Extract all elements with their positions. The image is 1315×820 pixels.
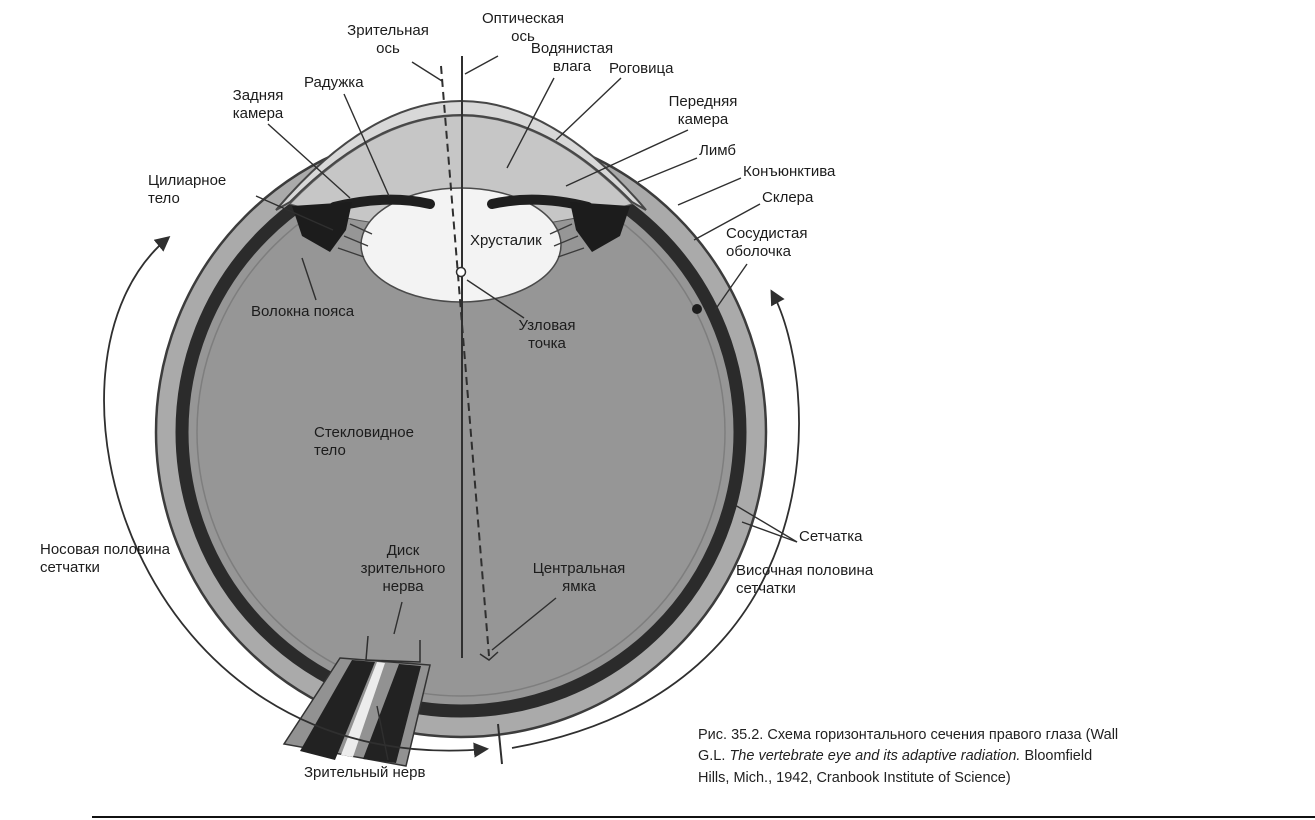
label-optic-nerve: Зрительный нерв bbox=[304, 764, 426, 781]
leader-iris bbox=[343, 93, 390, 197]
nasal-arc-arrow bbox=[103, 236, 490, 758]
visual-axis-line bbox=[440, 65, 490, 657]
label-optic-disc: Диск зрительного нерва bbox=[360, 542, 446, 595]
leader-sclera bbox=[693, 203, 761, 241]
label-anterior-chamber: Передняя камера bbox=[668, 93, 738, 128]
label-vitreous-body: Стекловидное тело bbox=[314, 424, 414, 459]
cornea-shape bbox=[275, 100, 647, 211]
label-iris: Радужка bbox=[304, 74, 364, 91]
label-sclera: Склера bbox=[762, 189, 814, 206]
temporal-arc-arrow bbox=[511, 289, 800, 749]
leader-posterior-chamber bbox=[267, 123, 351, 199]
label-retina: Сетчатка bbox=[799, 528, 863, 545]
leader-optical-axis bbox=[464, 55, 499, 75]
label-optical-axis: Оптическая ось bbox=[481, 10, 565, 45]
leader-lines bbox=[255, 55, 798, 761]
page-edge-rule bbox=[92, 816, 1315, 818]
leader-cornea bbox=[555, 77, 622, 141]
leader-ciliary-body bbox=[255, 195, 334, 231]
label-fovea: Центральная ямка bbox=[532, 560, 626, 595]
figure-caption: Рис. 35.2. Схема горизонтального сечения… bbox=[698, 725, 1122, 790]
leader-retina-b bbox=[741, 521, 798, 543]
label-nasal-half-retina: Носовая половина сетчатки bbox=[40, 541, 170, 576]
leader-aqueous-humor bbox=[506, 77, 555, 169]
leader-fovea bbox=[491, 597, 557, 651]
choroid-spot bbox=[692, 304, 702, 314]
label-zonule-fibers: Волокна пояса bbox=[251, 303, 355, 320]
label-nodal-point: Узловая точка bbox=[518, 317, 576, 352]
label-ciliary-body: Цилиарное тело bbox=[148, 172, 227, 207]
leader-retina-a bbox=[734, 504, 798, 543]
nodal-point-marker bbox=[455, 266, 467, 278]
label-posterior-chamber: Задняя камера bbox=[232, 87, 284, 122]
caption-text-end: Bloomfield Hills, Mich., 1942, Cranbook … bbox=[698, 748, 1093, 786]
label-choroid: Сосудистая оболочка bbox=[726, 225, 808, 260]
label-aqueous-humor: Водянистая влага bbox=[530, 40, 614, 75]
leader-anterior-chamber bbox=[565, 129, 689, 187]
label-visual-axis: Зрительная ось bbox=[347, 22, 429, 57]
leader-optic-nerve bbox=[376, 705, 389, 761]
leader-visual-axis bbox=[411, 61, 443, 82]
caption-text-start: Рис. 35.2. Схема горизонтального сечения… bbox=[698, 726, 1119, 765]
label-lens: Хрусталик bbox=[470, 232, 542, 249]
label-cornea: Роговица bbox=[609, 60, 674, 77]
caption-book-title: The vertebrate eye and its adaptive radi… bbox=[729, 748, 1021, 765]
leader-choroid bbox=[714, 263, 748, 311]
ciliary-body-right-shape bbox=[570, 202, 630, 252]
leader-optic-disc bbox=[393, 601, 403, 635]
leader-zonule-fibers bbox=[301, 257, 317, 301]
leader-nodal-point bbox=[466, 279, 525, 319]
label-temporal-half-retina: Височная половина сетчатки bbox=[736, 562, 874, 597]
label-conjunctiva: Конъюнктива bbox=[743, 163, 836, 180]
label-limbus: Лимб bbox=[699, 142, 736, 159]
leader-conjunctiva bbox=[677, 177, 742, 206]
meridian-tick bbox=[497, 723, 503, 765]
leader-limbus bbox=[637, 157, 698, 183]
